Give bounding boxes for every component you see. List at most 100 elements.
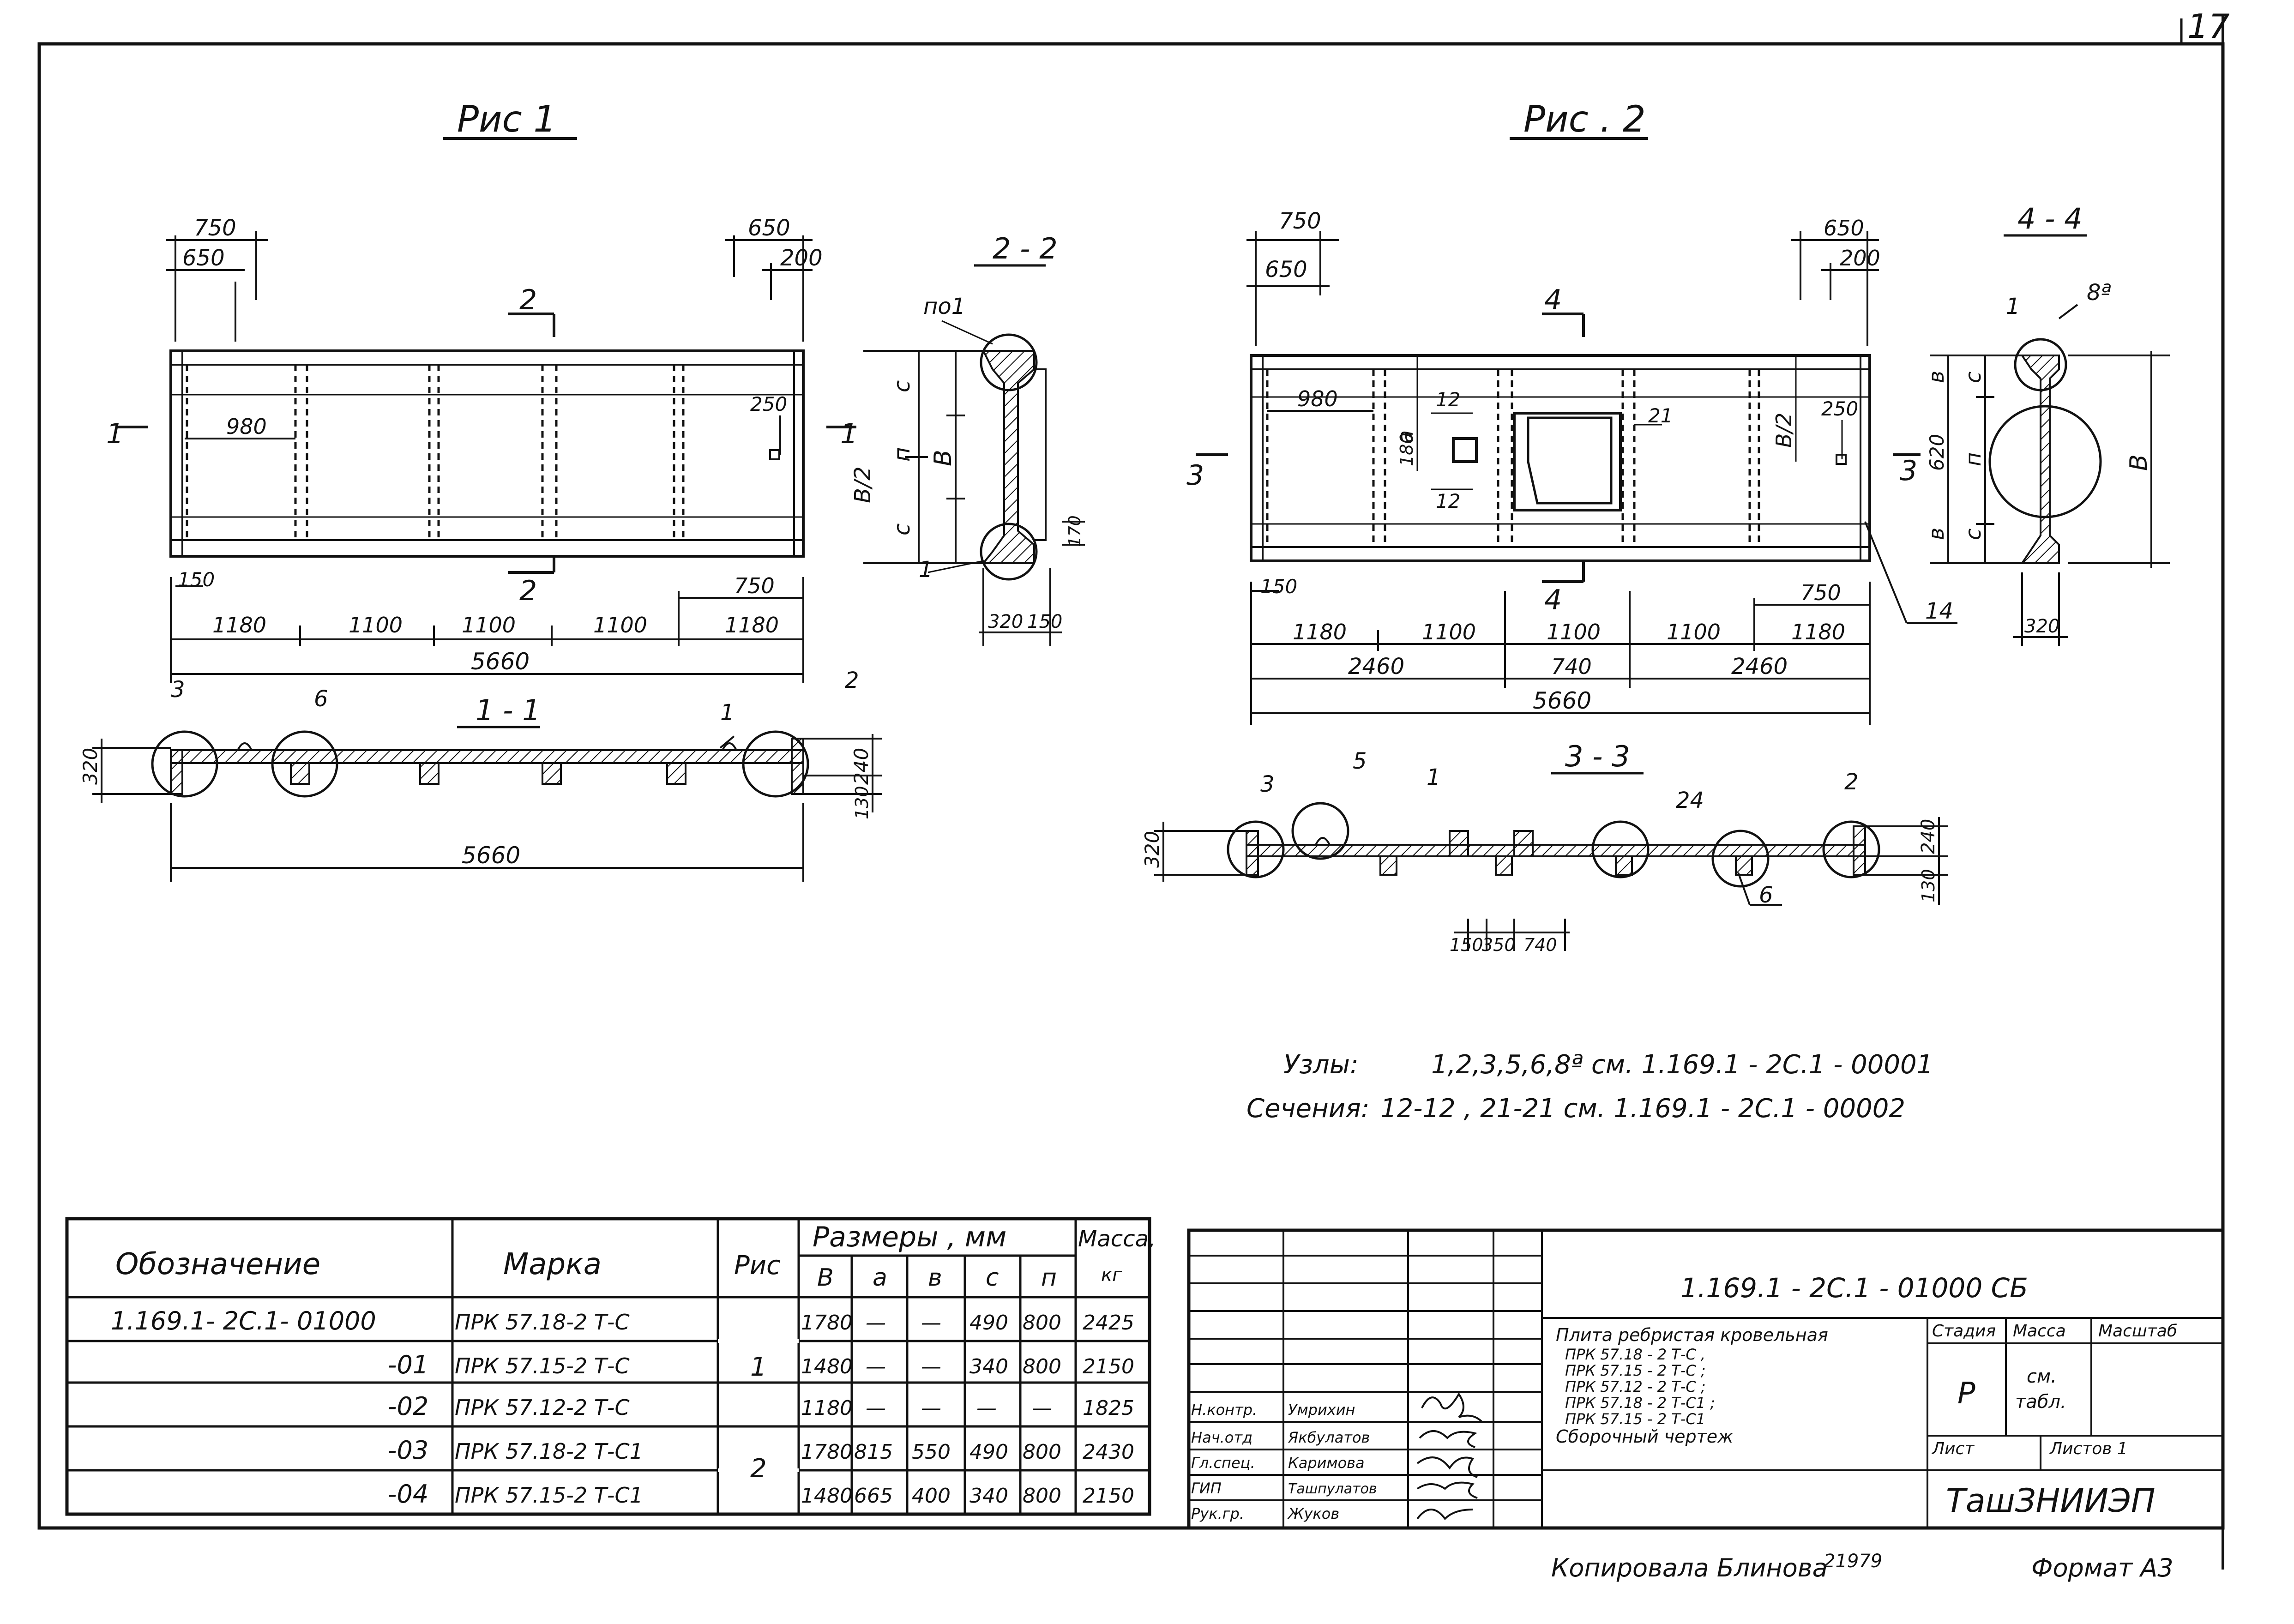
spec-table-rows-2-b-label: — [921,1396,941,1420]
fig2-dims-d750b-label: 750 [1800,580,1841,605]
spec-table-fig-groups-0-label: 1 [750,1352,767,1382]
sec22-dims-d170-label: 170 [1066,515,1084,547]
fig2-slab-plan [1250,354,1871,562]
fig2-dims-d21-label: 21 [1648,404,1673,427]
spec-table-rows-0-c-label: 490 [969,1311,1008,1335]
notes: Узлы: 1,2,3,5,6,8ª см. 1.169.1 - 2С.1 - … [1246,1050,1933,1124]
fig2-title: Рис . 2 [1523,99,1646,140]
fig1-dims-cut1-label: 1 [840,418,858,450]
sec11-dims-d130-label: 130 [852,786,872,819]
sec33-dims-d320-label: 320 [1141,831,1163,868]
figures-sec11-title-label: 1 - 1 [476,693,541,727]
spec-table-rows-1-mark-label: ПРК 57.15-2 Т-С [455,1353,630,1378]
fig2-dims-a-label: a [1393,430,1418,443]
fig1-top-dims [166,231,813,342]
spec-table-rows-3-a-label: 815 [854,1440,893,1464]
title-block-roles-0-role-label: Н.контр. [1191,1401,1257,1419]
spec-table-rows-1-designation-label: -01 [388,1350,428,1379]
sec44-dims-n-label: п [1961,452,1986,466]
spec-table-rows-0-mark-label: ПРК 57.18-2 Т-С [455,1310,630,1335]
spec-table-headers-sizes-label: Размеры , мм [813,1221,1006,1253]
fig2-dims-d650-label: 650 [1265,257,1307,283]
section-4-4: 4 - 4 1 8ª в c 620 п в c B 320 [1924,202,2170,646]
spec-table-rows-3-b-label: 550 [912,1440,951,1464]
sec33-dims-d350-label: 350 [1482,935,1516,955]
title-block-org-label: ТашЗНИИЭП [1946,1482,2155,1520]
sec33-dims-n1-label: 1 [1427,764,1441,790]
sec44-dims-b1-label: в [1924,371,1949,383]
title-block-roles-0-name-label: Умрихин [1288,1401,1355,1419]
section-3-3: 3 - 3 [1141,740,1948,955]
spec-table-headers-sub-1-label: a [873,1264,887,1292]
table-row: -01 ПРК 57.15-2 Т-С 1480 — — 340 800 215… [388,1350,1134,1379]
title-block-stage-label-label: Стадия [1932,1322,1996,1341]
sec11-dims-total-label: 5660 [462,842,520,869]
spec-table-rows-2-mark-label: ПРК 57.12-2 Т-С [455,1395,630,1420]
footer-copied-label: Копировала Блинова [1551,1553,1828,1582]
title-block-scale-label-label: Масштаб [2098,1322,2177,1341]
title-block: 1.169.1 - 2С.1 - 01000 СБ Плита ребриста… [1187,1228,2225,1530]
sec44-dims-d620-label: 620 [1926,434,1948,471]
sec22-dims-no1-label: по1 [923,294,965,319]
table-row: -04 ПРК 57.15-2 Т-С1 1480 665 400 340 80… [388,1480,1134,1509]
fig1-dims-d980-label: 980 [226,414,267,439]
section-1-1: 1 - 1 320 240 130 [79,668,882,882]
fig2-dims-cut4-label: 4 [1544,584,1562,616]
spec-table-rows-3-designation-label: -03 [388,1436,428,1465]
fig1-dims-total-label: 5660 [471,648,530,675]
fig1-dims-spans-2-label: 1100 [462,613,516,638]
title-block-roles-1-role-label: Нач.отд [1191,1429,1252,1446]
sec11-dims-d320-label: 320 [79,748,102,785]
handwritten-signatures [1416,1392,1483,1521]
fig2-dims-d12b-label: 12 [1436,490,1460,512]
spec-table-rows-4-c-label: 340 [969,1484,1008,1508]
fig2-dims-cut3-label: 3 [1186,459,1204,492]
title-block-roles-2-name-label: Каримова [1288,1454,1365,1472]
title-block-stage-value-label: Р [1957,1377,1975,1411]
fig2-dims-cut3-label: 3 [1900,455,1917,487]
sec33-dims-d130-label: 130 [1918,869,1939,902]
spec-table-rows-3-mark-label: ПРК 57.18-2 Т-С1 [455,1439,643,1464]
sec33-dims-n6-label: 6 [1759,882,1773,908]
sec33-dims-d240-label: 240 [1918,819,1939,854]
fig2-dims-spans-1-label: 1100 [1422,620,1476,644]
sec33-dims-d150-label: 150 [1450,935,1483,955]
fig1-dims-spans-1-label: 1100 [349,613,403,638]
fig2-dims-cut4-label: 4 [1544,284,1562,316]
spec-table-headers-sub-4-label: п [1041,1264,1057,1292]
spec-table-rows-0-n-label: 800 [1023,1311,1061,1335]
fig2-dims-d980-label: 980 [1297,386,1338,411]
fig2-dims-d650r-label: 650 [1824,216,1864,241]
sec22-dims-node1-label: 1 [919,557,933,583]
title-block-roles-4-role-label: Рук.гр. [1191,1505,1244,1522]
title-block-roles-1-name-label: Якбулатов [1288,1429,1370,1446]
notes-nodes-label-label: Узлы: [1283,1050,1359,1080]
fig1-dims-d250-label: 250 [750,393,787,415]
spec-table-rows-0-B-label: 1780 [801,1311,853,1335]
fig1-dims-d200-label: 200 [780,245,823,271]
spec-table-rows-4-mark-label: ПРК 57.15-2 Т-С1 [455,1483,643,1508]
spec-table-rows-4-a-label: 665 [854,1484,893,1508]
spec-table-headers-mass-unit-label: кг [1101,1264,1122,1286]
spec-table-rows-0-designation-label: 1.169.1- 2С.1- 01000 [111,1306,376,1335]
spec-table: Обозначение Марка Рис Размеры , мм Масса… [65,1217,1156,1516]
fig2-dims-d200-label: 200 [1840,246,1880,271]
title-description: Плита ребристая кровельная ПРК 57.18 - 2… [1556,1325,1828,1447]
fig2-dims-d2460a-label: 2460 [1348,654,1404,680]
fig1-dims-d650-label: 650 [182,245,225,271]
spec-table-rows-0-a-label: — [866,1311,886,1335]
figures-sec33-title-label: 3 - 3 [1565,740,1630,773]
spec-table-rows-3-n-label: 800 [1023,1440,1061,1464]
sec44-dims-n8a-label: 8ª [2087,280,2111,306]
table-row: -03 ПРК 57.18-2 Т-С1 1780 815 550 490 80… [388,1436,1134,1465]
sec44-dims-B-label: B [2125,454,2153,471]
title-block-sheet-label-label: Лист [1931,1439,1975,1458]
sheet-number: 17 [2187,7,2230,46]
title-block-code-label: 1.169.1 - 2С.1 - 01000 СБ [1680,1272,2028,1304]
sec22-dims-b2-label: B/2 [850,466,876,503]
fig2-dims-spans-0-label: 1180 [1293,620,1347,644]
title-block-description-6-label: Сборочный чертеж [1556,1426,1733,1447]
signature-roles: Н.контр. Умрихин Нач.отд Якбулатов Гл.сп… [1191,1401,1377,1522]
sec33-dims-d740-label: 740 [1523,935,1557,955]
